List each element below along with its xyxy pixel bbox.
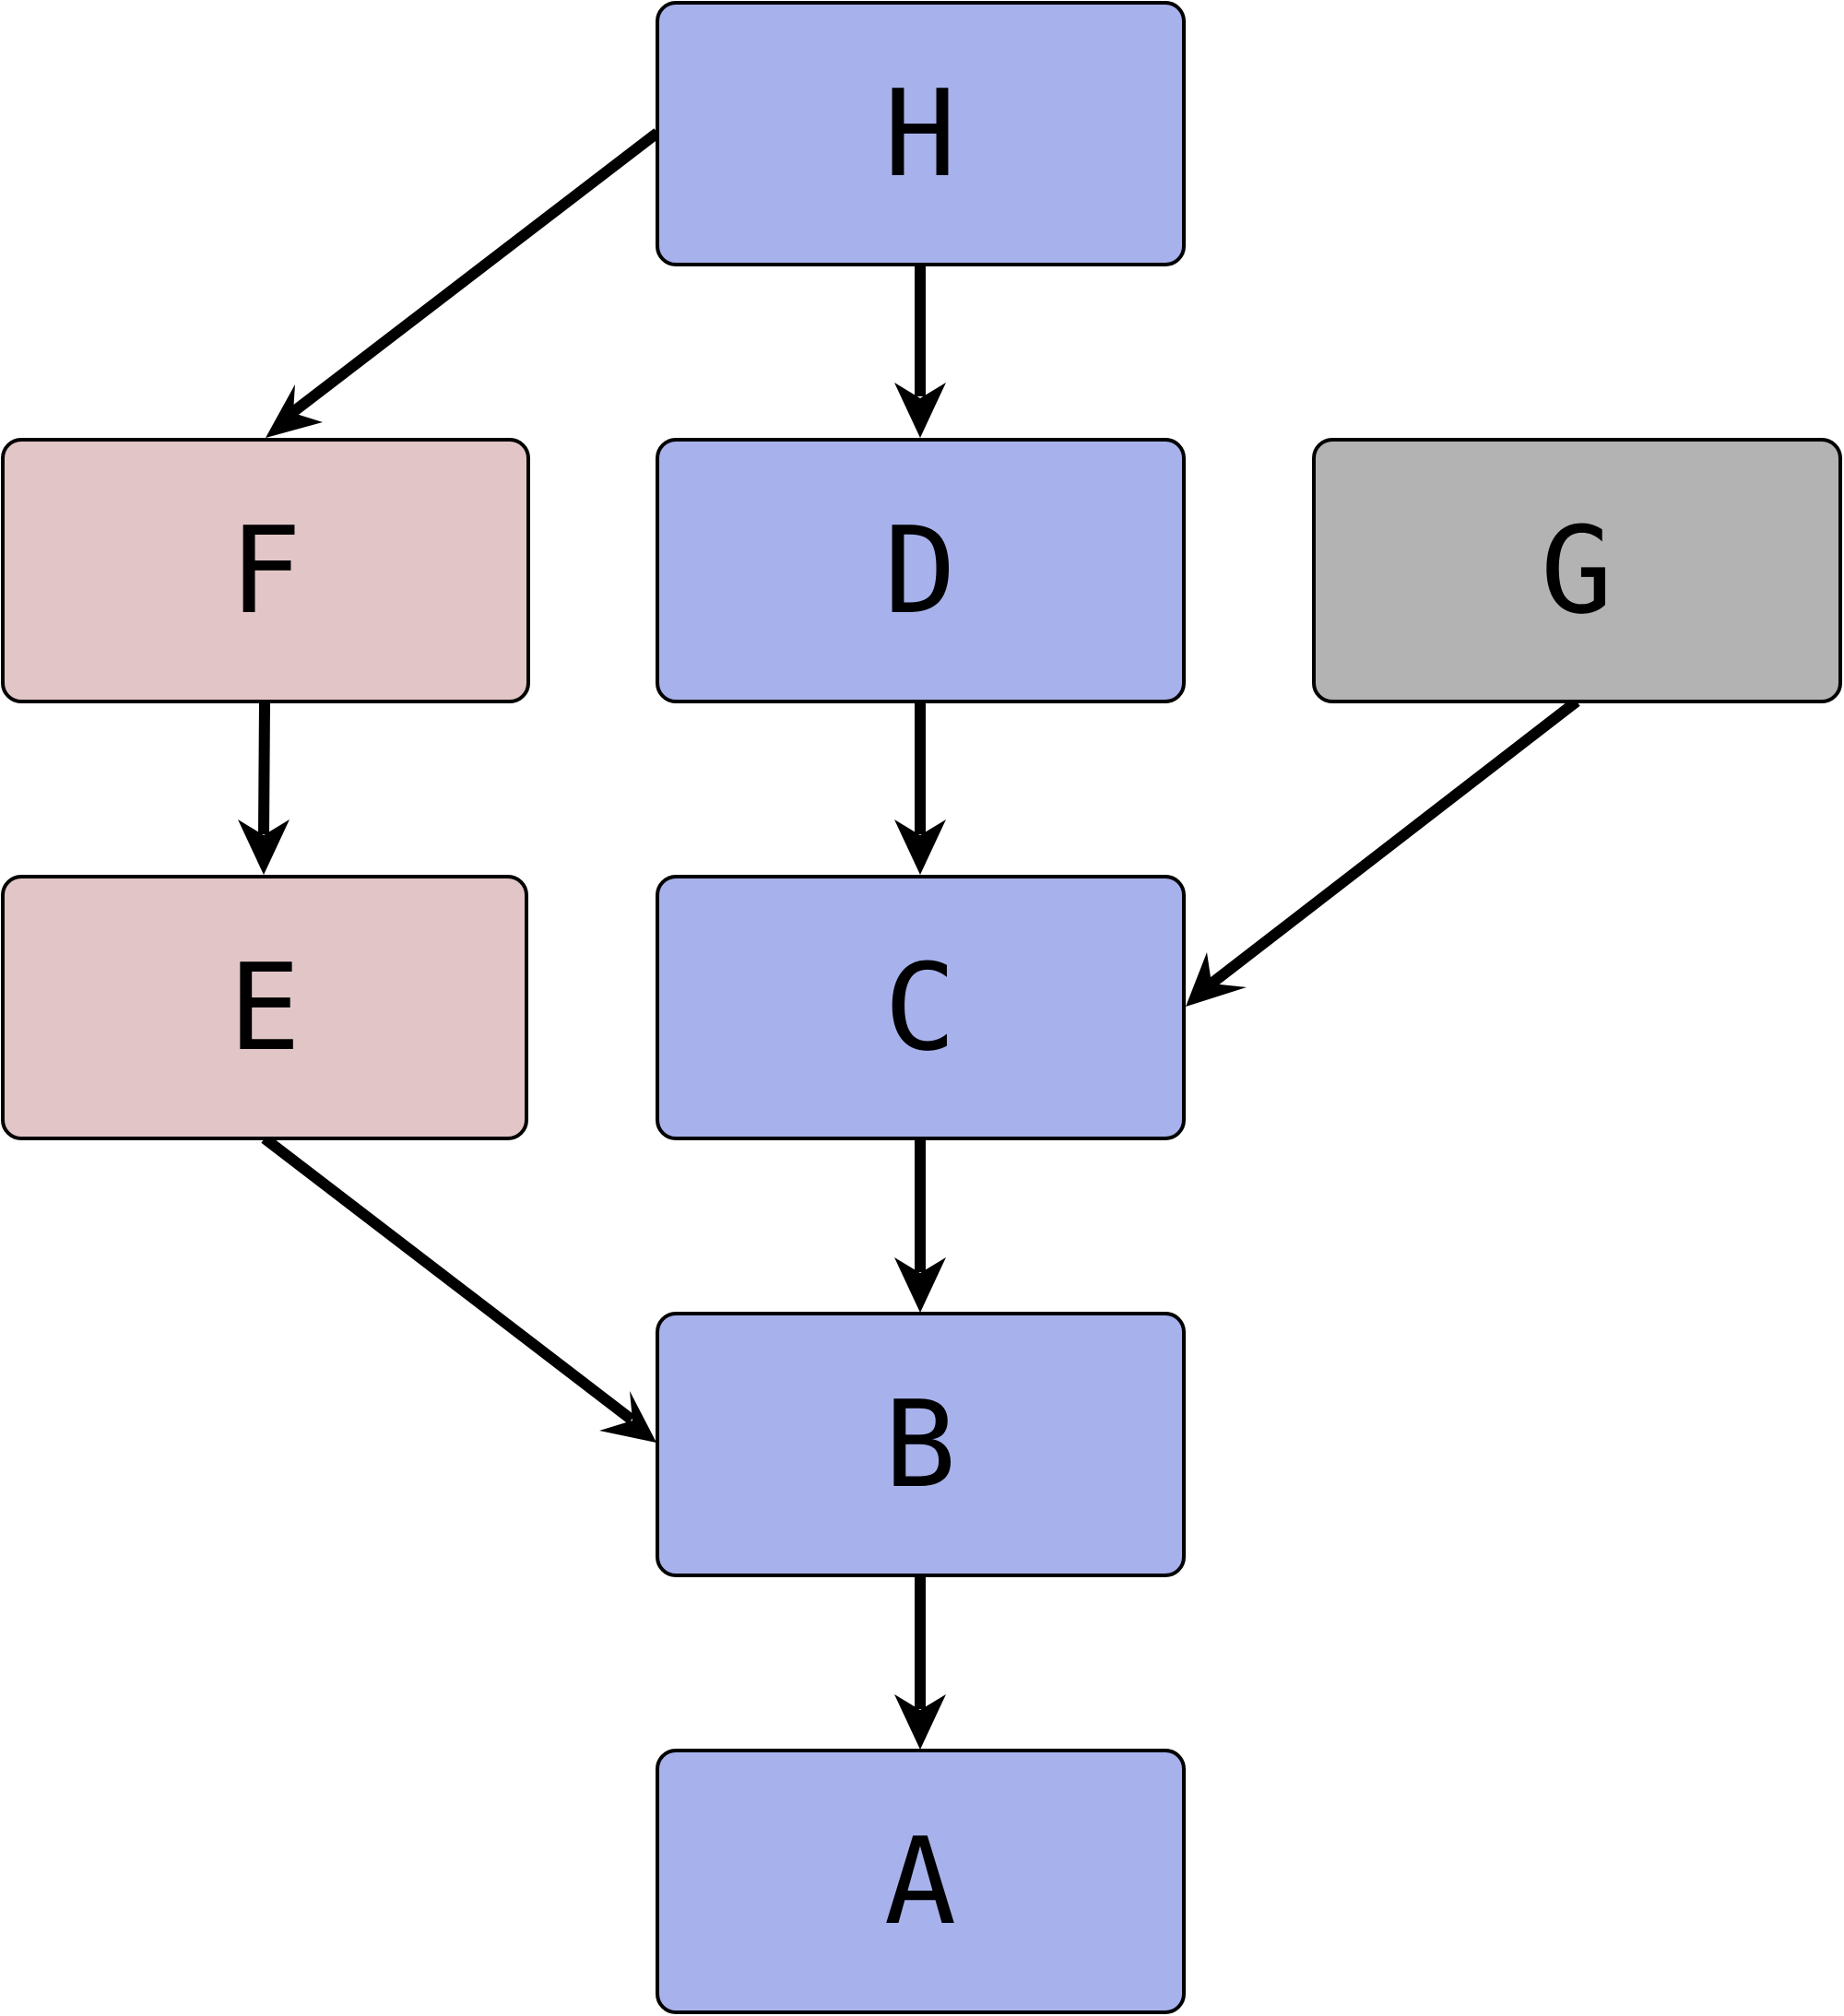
arrowhead	[894, 383, 946, 438]
arrowhead	[1186, 952, 1247, 1007]
node-box	[656, 1312, 1186, 1577]
node-box	[1, 875, 528, 1140]
node-label: E	[229, 937, 301, 1078]
arrowhead	[894, 819, 946, 875]
node-label: B	[884, 1374, 956, 1515]
arrowhead	[894, 1694, 946, 1750]
node-box	[1, 438, 530, 703]
edge-d-to-c	[894, 701, 946, 875]
edge-line	[261, 1134, 635, 1424]
arrowhead	[894, 1257, 946, 1313]
edge-c-to-b	[894, 1138, 946, 1313]
node-label: H	[884, 64, 956, 204]
node-label: G	[1541, 501, 1613, 641]
node-d: D	[656, 438, 1186, 703]
node-label: F	[230, 501, 301, 641]
edge-g-to-c	[1186, 697, 1580, 1007]
node-a: A	[656, 1749, 1186, 2014]
node-box	[656, 875, 1186, 1140]
node-b: B	[656, 1312, 1186, 1577]
node-f: F	[1, 438, 530, 703]
node-label: A	[884, 1811, 956, 1951]
arrowhead	[266, 384, 323, 438]
edge-h-to-d	[894, 265, 946, 438]
node-box	[656, 438, 1186, 703]
edge-h-to-f	[266, 128, 661, 438]
edge-line	[258, 701, 270, 835]
edge-line	[282, 128, 661, 422]
node-box	[656, 1, 1186, 266]
arrowhead	[238, 819, 290, 875]
edge-line	[1204, 697, 1580, 991]
edge-f-to-e	[238, 701, 290, 875]
node-c: C	[656, 875, 1186, 1140]
edge-b-to-a	[894, 1575, 946, 1750]
edges	[238, 128, 1580, 1750]
node-label: C	[884, 937, 956, 1078]
node-box	[1312, 438, 1842, 703]
node-e: E	[1, 875, 528, 1140]
edge-e-to-b	[261, 1134, 656, 1443]
arrowhead	[599, 1391, 656, 1443]
node-label: D	[884, 501, 956, 641]
node-box	[656, 1749, 1186, 2014]
node-g: G	[1312, 438, 1842, 703]
node-h: H	[656, 1, 1186, 266]
